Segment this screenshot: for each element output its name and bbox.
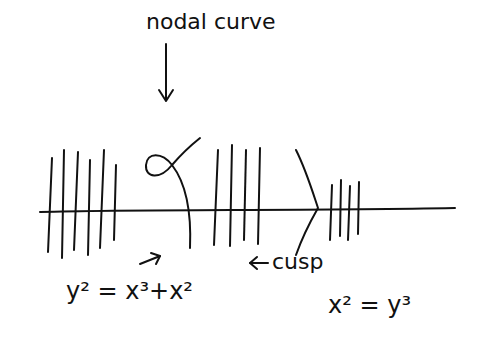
nodal-curve (146, 138, 200, 248)
callout-label: cusp (272, 250, 323, 274)
callout-label: nodal curve (146, 10, 276, 34)
fiber-lines (48, 145, 359, 258)
pointer-arrows (140, 44, 268, 269)
equation-label: y² = x³+x² (66, 278, 193, 304)
cusp-curve (296, 150, 318, 255)
equation-label: x² = y³ (328, 292, 411, 318)
